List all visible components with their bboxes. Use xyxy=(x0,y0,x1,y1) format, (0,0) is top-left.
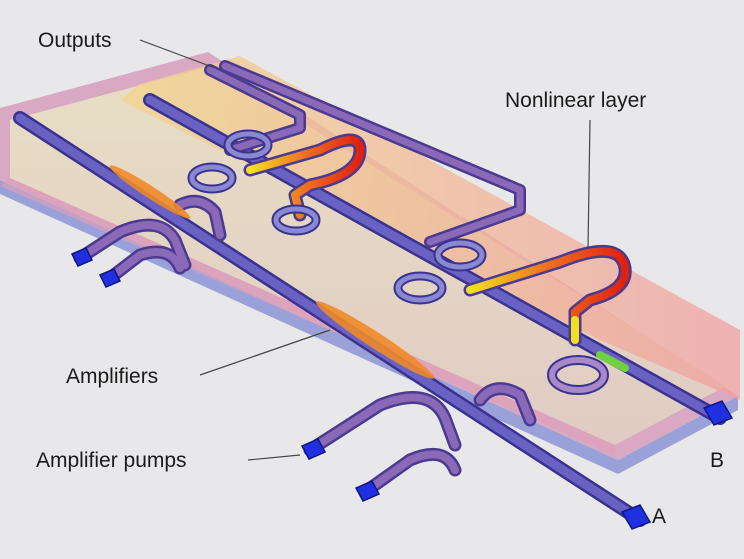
amplifiers xyxy=(109,165,434,379)
pump-ports xyxy=(70,247,734,530)
leader-nonlinear xyxy=(587,119,591,249)
substrate-side xyxy=(0,180,738,474)
label-amplifier-pumps: Amplifier pumps xyxy=(36,449,187,472)
label-port-a: A xyxy=(652,505,667,528)
amplifier-layer xyxy=(10,66,726,445)
amplifier-lower xyxy=(316,301,434,379)
label-outputs: Outputs xyxy=(38,29,112,52)
leader-amplifiers xyxy=(199,329,331,376)
leader-pumps xyxy=(247,454,301,461)
label-amplifiers: Amplifiers xyxy=(66,365,159,388)
leader-lines xyxy=(139,39,591,461)
label-port-b: B xyxy=(710,449,725,472)
label-nonlinear-layer: Nonlinear layer xyxy=(505,89,647,112)
port-a-end xyxy=(620,504,652,530)
pump-port-1 xyxy=(70,247,94,267)
ring-resonators xyxy=(187,129,609,395)
pump-port-3 xyxy=(300,438,327,460)
amplifier-upper xyxy=(109,165,191,219)
port-b-end xyxy=(702,400,734,426)
pump-port-2 xyxy=(98,268,122,288)
pump-port-4 xyxy=(354,480,381,502)
leader-outputs xyxy=(139,39,216,69)
waveguides xyxy=(13,60,727,527)
